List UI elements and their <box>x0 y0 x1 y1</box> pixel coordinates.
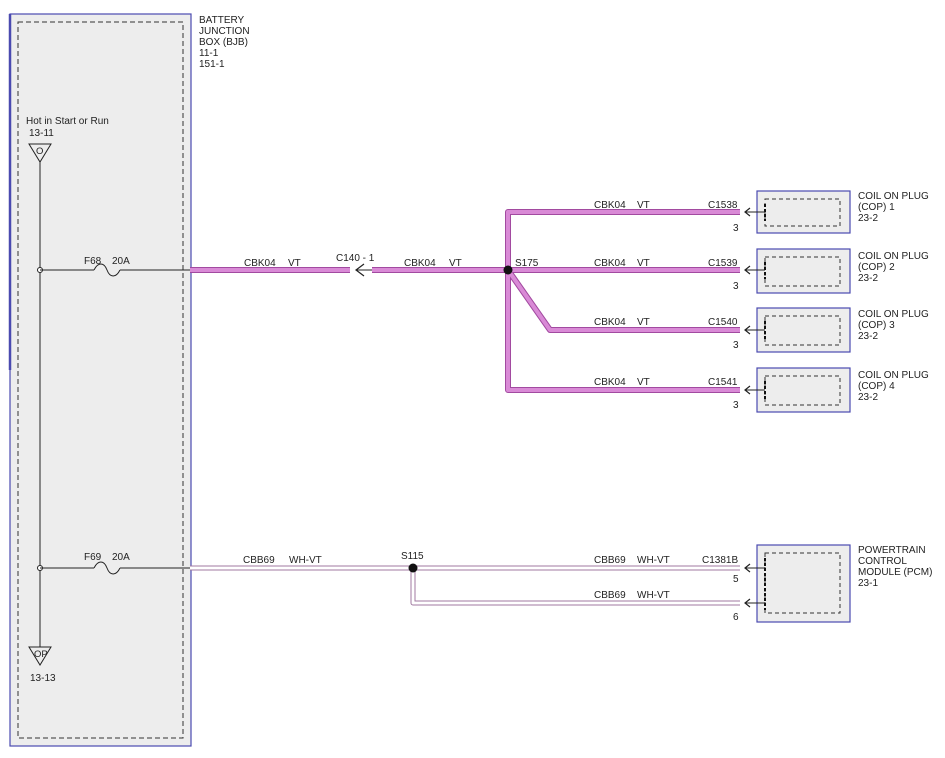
c1538-label: C1538 <box>708 200 738 211</box>
c1539-pin: 3 <box>733 281 739 292</box>
cop-2-component <box>744 248 851 294</box>
pcm-box <box>756 544 851 623</box>
cop-2-inner <box>764 256 841 287</box>
bjb-inner-dashed <box>17 21 184 739</box>
bjb-title-line-1: BATTERY <box>199 15 245 26</box>
pcm-ref: 23-1 <box>858 578 878 589</box>
lower-wire-harness <box>190 565 740 606</box>
wire-s175-to-c1540 <box>506 268 740 332</box>
branch-4-code: CBK04 <box>594 377 626 388</box>
cop-2-title: COIL ON PLUG <box>858 251 929 262</box>
wire-label-color-1: VT <box>288 258 301 269</box>
f68-fuse-symbol <box>93 263 121 277</box>
hot-ref: 13-11 <box>29 128 54 139</box>
bjb-ref-2: 151-1 <box>199 59 225 70</box>
cop-1-component <box>744 190 851 234</box>
cop-3-title: COIL ON PLUG <box>858 309 929 320</box>
branch-3-code: CBK04 <box>594 317 626 328</box>
lower-wire-code-2: CBB69 <box>594 555 626 566</box>
branch-2-code: CBK04 <box>594 258 626 269</box>
c1541-label: C1541 <box>708 377 738 388</box>
lower-wire-color-2: WH-VT <box>637 555 670 566</box>
cop-2-subtitle: (COP) 2 <box>858 262 895 273</box>
s175-splice <box>503 265 513 275</box>
lower-wire-code-3: CBB69 <box>594 590 626 601</box>
s115-label: S115 <box>401 551 424 562</box>
c1539-label: C1539 <box>708 258 738 269</box>
branch-1-color: VT <box>637 200 650 211</box>
lower-wire-color-1: WH-VT <box>289 555 322 566</box>
c1381b-label: C1381B <box>702 555 738 566</box>
hot-label: Hot in Start or Run <box>26 116 109 127</box>
cop-3-inner <box>764 315 841 346</box>
upper-wire-harness <box>190 209 740 393</box>
f68-rating: 20A <box>112 256 130 267</box>
cop-4-component <box>744 367 851 413</box>
s175-label: S175 <box>515 258 539 269</box>
cop-3-ref: 23-2 <box>858 331 878 342</box>
wire-s115-to-c1381b-pin6 <box>411 568 740 605</box>
pcm-title-2: CONTROL <box>858 556 907 567</box>
c1538-pin: 3 <box>733 223 739 234</box>
cop-3-component <box>744 307 851 353</box>
pcm-title-3: MODULE (PCM) <box>858 567 932 578</box>
cop-1-subtitle: (COP) 1 <box>858 202 895 213</box>
f69-name: F69 <box>84 552 102 563</box>
cop-3-subtitle: (COP) 3 <box>858 320 895 331</box>
f68-name: F68 <box>84 256 102 267</box>
wire-s175-to-c1541 <box>506 270 740 392</box>
wire-label-code-2: CBK04 <box>404 258 436 269</box>
cop-4-inner <box>764 375 841 406</box>
bottom-power-symbol-label: OP <box>34 649 48 660</box>
cop-1-box <box>756 190 851 234</box>
wire-label-code-1: CBK04 <box>244 258 276 269</box>
bjb-title-line-2: JUNCTION <box>199 26 250 37</box>
lower-wire-color-3: WH-VT <box>637 590 670 601</box>
bjb-title-line-3: BOX (BJB) <box>199 37 248 48</box>
cop-1-ref: 23-2 <box>858 213 878 224</box>
cop-4-title: COIL ON PLUG <box>858 370 929 381</box>
cop-1-title: COIL ON PLUG <box>858 191 929 202</box>
bjb-ref-1: 11-1 <box>199 48 219 59</box>
branch-4-color: VT <box>637 377 650 388</box>
hot-power-symbol-label: O <box>36 146 43 157</box>
wire-label-color-2: VT <box>449 258 462 269</box>
bottom-ref: 13-13 <box>30 673 56 684</box>
c140-label: C140 - 1 <box>336 253 375 264</box>
wire-s175-to-c1538 <box>506 210 740 270</box>
c1381b-pin-5: 5 <box>733 574 739 585</box>
c1541-pin: 3 <box>733 400 739 411</box>
branch-3-color: VT <box>637 317 650 328</box>
cop-4-ref: 23-2 <box>858 392 878 403</box>
c1540-pin: 3 <box>733 340 739 351</box>
branch-2-color: VT <box>637 258 650 269</box>
cop-2-ref: 23-2 <box>858 273 878 284</box>
bottom-power-symbol <box>28 646 52 666</box>
s115-splice <box>408 563 418 573</box>
c1540-label: C1540 <box>708 317 738 328</box>
pcm-title-1: POWERTRAIN <box>858 545 926 556</box>
f69-fuse-symbol <box>93 561 121 575</box>
c1381b-pin-6: 6 <box>733 612 739 623</box>
lower-wire-code-1: CBB69 <box>243 555 275 566</box>
hot-power-symbol <box>28 143 52 163</box>
pcm-component <box>744 544 851 623</box>
cop-4-subtitle: (COP) 4 <box>858 381 895 392</box>
f69-rating: 20A <box>112 552 130 563</box>
branch-1-code: CBK04 <box>594 200 626 211</box>
